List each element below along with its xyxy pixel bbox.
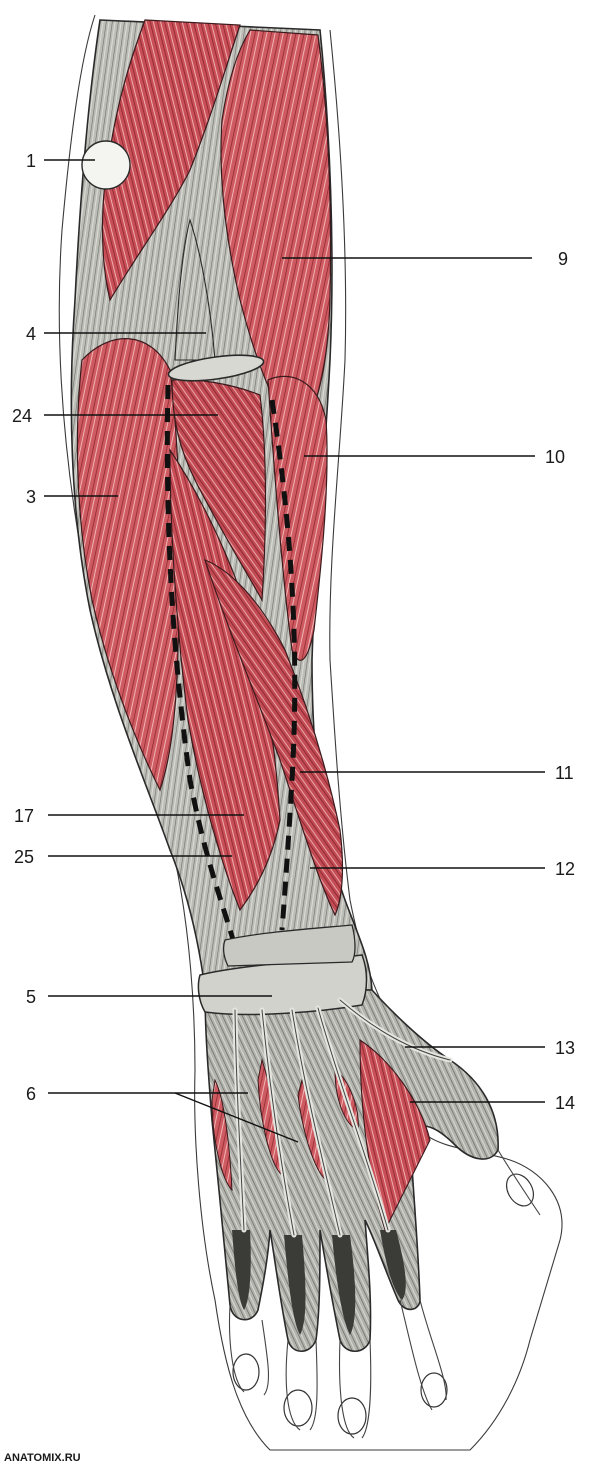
muscle-10 (267, 375, 328, 661)
fingertip-little (420, 1372, 448, 1408)
label-17: 17 (14, 806, 34, 826)
hand-base (204, 989, 499, 1353)
label-11: 11 (555, 763, 574, 783)
fingertip-middle (283, 1389, 313, 1427)
label-24: 24 (12, 406, 32, 426)
muscle-upper-left (101, 19, 241, 302)
dashed-line-right (269, 399, 298, 931)
finger-gap-3 (332, 1235, 356, 1335)
finger-outlines (228, 1149, 541, 1439)
label-5: 5 (26, 987, 36, 1007)
muscle-24 (171, 379, 267, 603)
label-1: 1 (26, 151, 36, 171)
fingertip-index (232, 1353, 260, 1391)
fingertip-ring (337, 1397, 367, 1435)
label-10: 10 (545, 447, 565, 467)
label-13: 13 (555, 1038, 575, 1058)
label-25: 25 (14, 847, 34, 867)
label-3: 3 (26, 487, 36, 507)
retinaculum-upper-band (222, 924, 356, 967)
muscle-3 (76, 338, 181, 792)
finger-gap-2 (284, 1235, 306, 1335)
finger-gap-4 (380, 1230, 406, 1300)
label-4: 4 (26, 324, 36, 344)
label-12: 12 (555, 859, 575, 879)
muscle-14 (359, 1038, 431, 1232)
epicondyle-1 (81, 140, 131, 190)
label-6: 6 (26, 1084, 36, 1104)
thumb-tip (505, 1173, 535, 1207)
hand-tendons-outline (234, 999, 451, 1236)
finger-gap-1 (232, 1230, 251, 1310)
muscle-11 (204, 558, 344, 917)
label-14: 14 (555, 1093, 575, 1113)
leader-lines (44, 159, 545, 1143)
cut-tendon-4 (167, 354, 265, 382)
source-credit: ANATOMIX.RU (4, 1452, 81, 1464)
muscle-6-a (211, 1078, 233, 1192)
dashed-line-left (164, 384, 239, 951)
label-9: 9 (558, 249, 568, 269)
